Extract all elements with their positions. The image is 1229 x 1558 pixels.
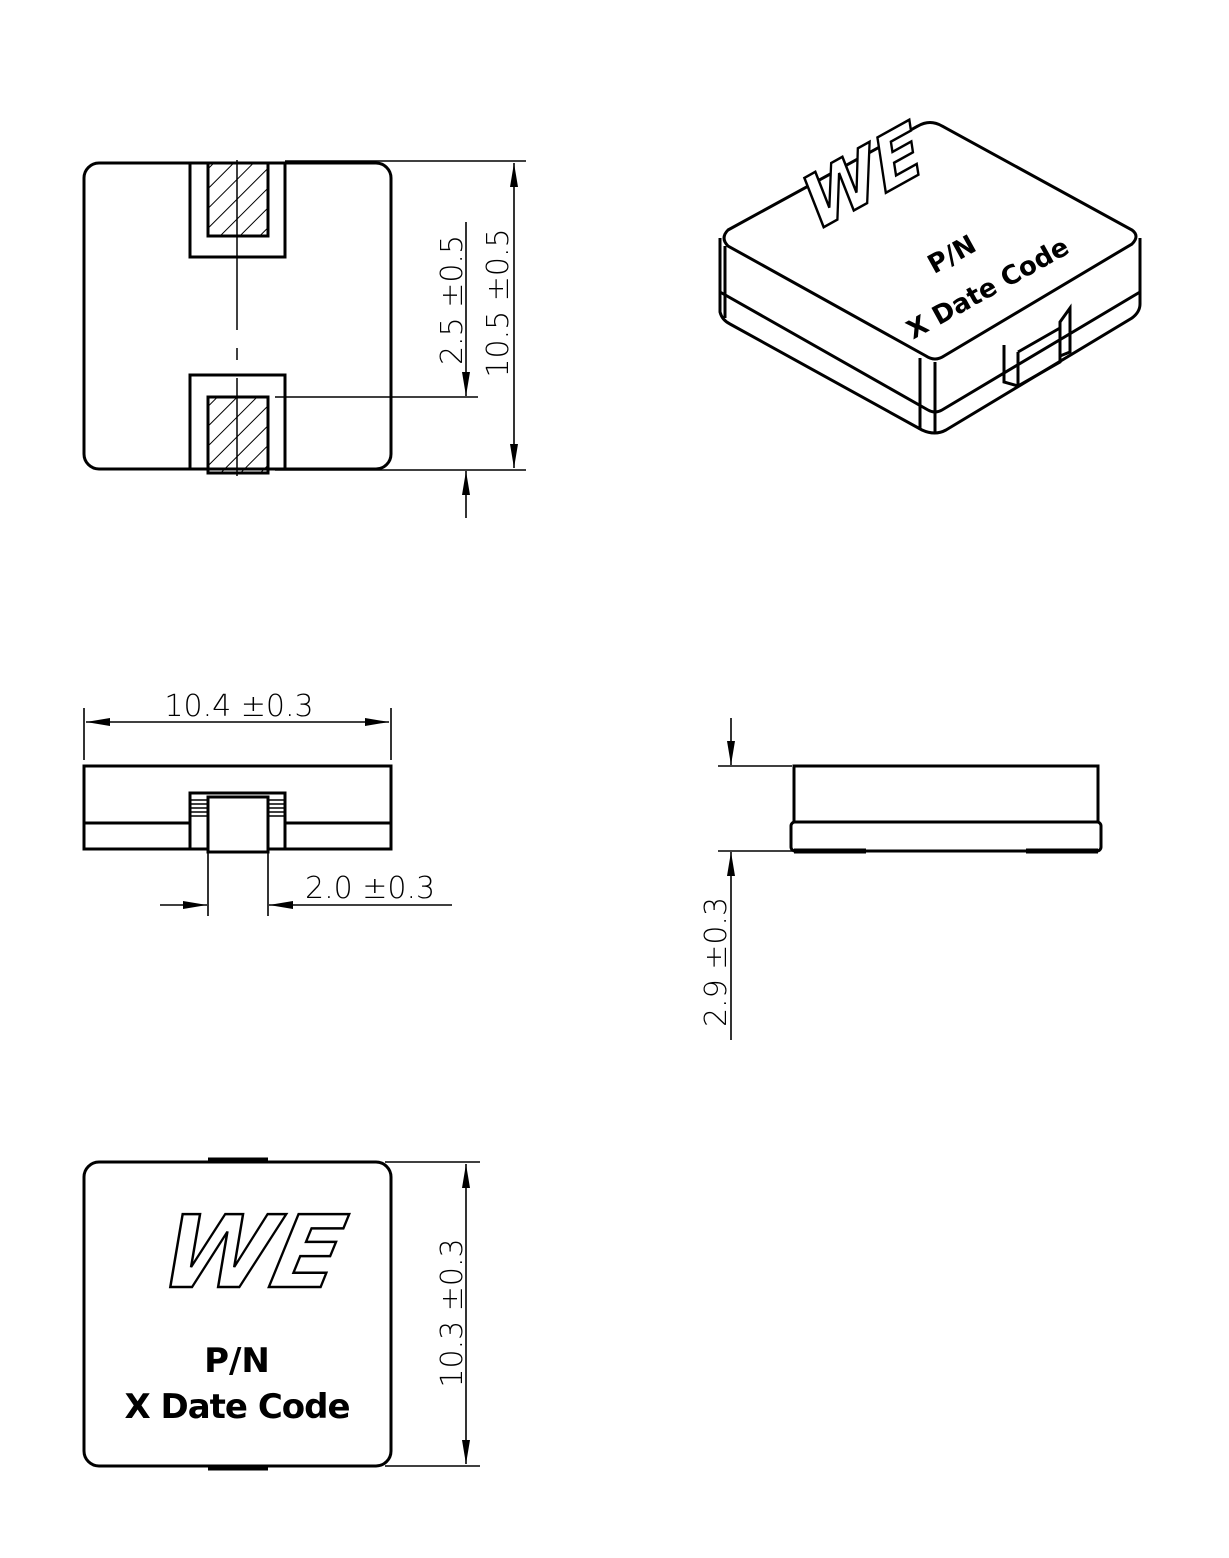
top-pad-hatched [206,161,270,238]
iso-logo: WE [793,107,933,249]
iso-terminal [1002,303,1072,388]
front-view: 10.4 ±0.3 2.0 ±0.3 [82,689,452,916]
side-body-top [792,764,1100,824]
dim-height: 2.9 ±0.3 [699,897,734,1027]
dim-length: 10.3 ±0.3 [435,1238,470,1387]
iso-marking-pn: P/N [923,230,982,281]
top-view: WE P/N X Date Code 10.3 ±0.3 [82,1157,480,1471]
marking-datecode: X Date Code [124,1387,349,1427]
bottom-pad-hatched [206,395,270,475]
side-view: 2.9 ±0.3 [699,718,1103,1040]
dim-width: 10.4 ±0.3 [164,689,313,724]
marking-pn: P/N [204,1341,270,1381]
we-logo: WE [151,1194,354,1311]
dim-terminal-width: 2.0 ±0.3 [305,871,435,906]
dim-overall-length: 10.5 ±0.5 [481,228,516,377]
bottom-view: 2.5 ±0.5 10.5 ±0.5 [82,160,526,518]
side-body-bottom [789,820,1103,853]
iso-top-face [722,121,1138,361]
dim-pad-length: 2.5 ±0.5 [435,235,470,365]
isometric-view: WE P/N X Date Code [718,106,1142,435]
